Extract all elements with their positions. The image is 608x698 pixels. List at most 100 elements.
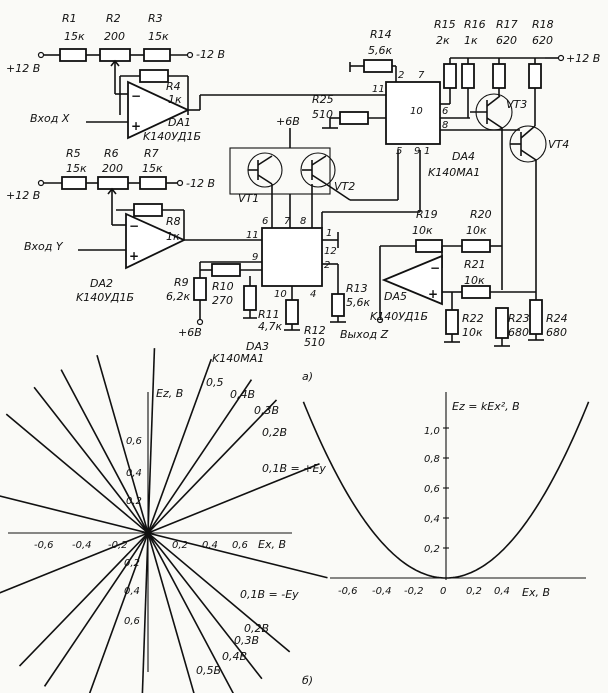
- r24-label: R24: [546, 312, 568, 325]
- da2-minus-supply: -12 В: [186, 177, 215, 190]
- da1-label: DA1: [168, 116, 191, 129]
- r23-label: R23: [508, 312, 530, 325]
- r23-value: 680: [508, 326, 529, 339]
- da3-chip: [262, 228, 322, 286]
- vt3-label: VT3: [506, 98, 527, 111]
- right-x-axis-label: Ex, В: [522, 586, 550, 599]
- left-x-tick-p04: 0,4: [202, 540, 218, 551]
- da2-label: DA2: [90, 277, 113, 290]
- right-x-tick-m04: -0,4: [372, 586, 392, 597]
- left-line-label-up-02: 0,2В: [262, 426, 287, 439]
- r10-label: R10: [212, 280, 234, 293]
- da3-pin-6: 6: [262, 216, 268, 227]
- da4-pin-10: 10: [410, 106, 423, 117]
- left-x-tick-m04: -0,4: [72, 540, 92, 551]
- r15-label: R15: [434, 18, 456, 31]
- supply-6v-top: +6В: [276, 115, 300, 128]
- da4-pin-1: 1: [424, 146, 430, 157]
- da4-pin-2: 2: [398, 70, 404, 81]
- left-line-label-up-04: 0,4В: [230, 388, 255, 401]
- left-line-label-up-01: 0,1В = +Ey: [262, 462, 326, 475]
- da4-pin-9: 9: [414, 146, 420, 157]
- left-y-tick-p04: 0,4: [126, 468, 142, 479]
- da5-label: DA5: [384, 290, 407, 303]
- right-y-tick-04: 0,4: [424, 514, 440, 525]
- right-x-tick-p02: 0,2: [466, 586, 482, 597]
- supply-6v-bottom: +6В: [178, 326, 202, 339]
- r12-value: 510: [304, 336, 325, 349]
- r21-value: 10к: [464, 274, 485, 287]
- da2-block: − +: [39, 177, 263, 268]
- da3-pin-12: 12: [324, 246, 337, 257]
- r2-value: 200: [104, 30, 125, 43]
- r18-value: 620: [532, 34, 553, 47]
- input-y-label: Вход Y: [24, 240, 64, 253]
- left-x-tick-p06: 0,6: [232, 540, 248, 551]
- r13-value: 5,6к: [346, 296, 370, 309]
- svg-text:+: +: [428, 287, 438, 301]
- r1-label: R1: [62, 12, 77, 25]
- da4-label: DA4: [452, 150, 475, 163]
- r24-value: 680: [546, 326, 567, 339]
- svg-text:+: +: [131, 119, 141, 133]
- svg-text:−: −: [129, 219, 139, 233]
- da1-block: − +: [39, 49, 387, 138]
- vt1-label: VT1: [238, 192, 259, 205]
- da2-plus-supply: +12 В: [6, 189, 40, 202]
- r17-label: R17: [496, 18, 518, 31]
- right-x-tick-m06: -0,6: [338, 586, 358, 597]
- r2-label: R2: [106, 12, 121, 25]
- r1-value: 15к: [64, 30, 85, 43]
- r6-label: R6: [104, 147, 119, 160]
- da1-minus-supply: -12 В: [196, 48, 225, 61]
- da4-type: K140MA1: [428, 166, 480, 179]
- da3-pin-11: 11: [246, 230, 259, 241]
- fig-b-label: б): [302, 674, 313, 687]
- left-line-label-dn-05: 0,5В: [196, 664, 221, 677]
- da5-type: K140УД1Б: [370, 310, 428, 323]
- da4-pin-8: 8: [442, 120, 448, 131]
- r22-label: R22: [462, 312, 484, 325]
- r6-value: 200: [102, 162, 123, 175]
- left-line-label-up-05: 0,5: [206, 376, 224, 389]
- left-line-label-dn-03: 0,3В: [234, 634, 259, 647]
- fig-a-label: а): [302, 370, 313, 383]
- r25-label: R25: [312, 93, 334, 106]
- da4-plus-supply: +12 В: [566, 52, 600, 65]
- da3-pin-8: 8: [300, 216, 306, 227]
- right-plot: [303, 392, 588, 580]
- r17-value: 620: [496, 34, 517, 47]
- left-y-tick-p02: 0,2: [126, 496, 142, 507]
- r18-label: R18: [532, 18, 554, 31]
- r20-value: 10к: [466, 224, 487, 237]
- left-y-tick-m02: 0,2: [124, 558, 140, 569]
- r13-label: R13: [346, 282, 368, 295]
- r25-value: 510: [312, 108, 333, 121]
- da1-plus-supply: +12 В: [6, 62, 40, 75]
- da3-pin-7: 7: [284, 216, 291, 227]
- left-line-label-up-03: 0,3В: [254, 404, 279, 417]
- da3-pin-4: 4: [310, 289, 316, 300]
- left-x-tick-p02: 0,2: [172, 540, 188, 551]
- vt4-label: VT4: [548, 138, 569, 151]
- da3-pin-10: 10: [274, 289, 287, 300]
- r19-value: 10к: [412, 224, 433, 237]
- da3-pin-1: 1: [326, 228, 332, 239]
- r10-value: 270: [212, 294, 233, 307]
- r5-value: 15к: [66, 162, 87, 175]
- r16-label: R16: [464, 18, 486, 31]
- right-x-tick-0: 0: [440, 586, 446, 597]
- right-y-axis-label: Ez = kEx², В: [452, 400, 520, 413]
- r14-label: R14: [370, 28, 392, 41]
- r8-value: 1к: [166, 230, 180, 243]
- right-y-tick-10: 1,0: [424, 426, 440, 437]
- r7-label: R7: [144, 147, 159, 160]
- r15-value: 2к: [436, 34, 450, 47]
- da1-type: K140УД1Б: [143, 130, 201, 143]
- svg-text:−: −: [430, 261, 440, 275]
- da3-pin-9: 9: [252, 252, 258, 263]
- da4-pin-7: 7: [418, 70, 425, 81]
- right-y-tick-06: 0,6: [424, 484, 440, 495]
- r9-label: R9: [174, 276, 189, 289]
